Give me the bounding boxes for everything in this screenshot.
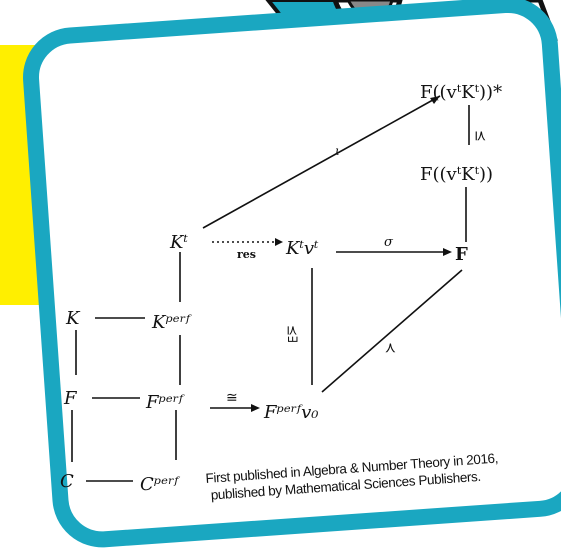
label-res: res	[237, 248, 256, 261]
arrowhead-sigma	[443, 248, 452, 256]
arrowhead-res	[275, 238, 283, 246]
edge-succ	[321, 269, 463, 393]
node-cperf: Cᵖᵉʳᶠ	[140, 474, 180, 495]
node-upper: F((vᵗKᵗ))	[420, 164, 493, 185]
node-c: C	[60, 471, 74, 492]
diagram-labels: ι res σ ⪯ ⪯∃ ≺ ≅	[226, 130, 488, 406]
diagram-edges	[71, 95, 470, 482]
label-cong: ≅	[226, 390, 238, 406]
node-bold-f: F	[455, 244, 468, 265]
arrowhead-cong	[251, 404, 260, 412]
node-kperf: Kᵖᵉʳᶠ	[151, 312, 192, 333]
label-succeq-mid: ⪯∃	[284, 325, 299, 343]
node-kt: Kᵗ	[169, 232, 188, 253]
node-top: F((vᵗKᵗ))*	[420, 82, 502, 103]
label-iota: ι	[335, 144, 340, 158]
node-fperf: Fᵖᵉʳᶠ	[145, 392, 185, 413]
arrowhead-iota	[430, 96, 440, 104]
node-fperfv0: Fᵖᵉʳᶠv₀	[263, 402, 318, 423]
diagram-nodes: F((vᵗKᵗ))* F((vᵗKᵗ)) F Kᵗ Kᵗvᵗ K Kᵖᵉʳᶠ F…	[60, 82, 502, 495]
node-ktvt: Kᵗvᵗ	[285, 238, 319, 259]
edge-iota	[202, 95, 441, 229]
node-k: K	[65, 308, 81, 329]
node-f: F	[63, 388, 78, 409]
label-sigma: σ	[384, 235, 394, 250]
label-succeq-top: ⪯	[472, 130, 488, 142]
label-succ-diag: ≺	[382, 342, 398, 354]
